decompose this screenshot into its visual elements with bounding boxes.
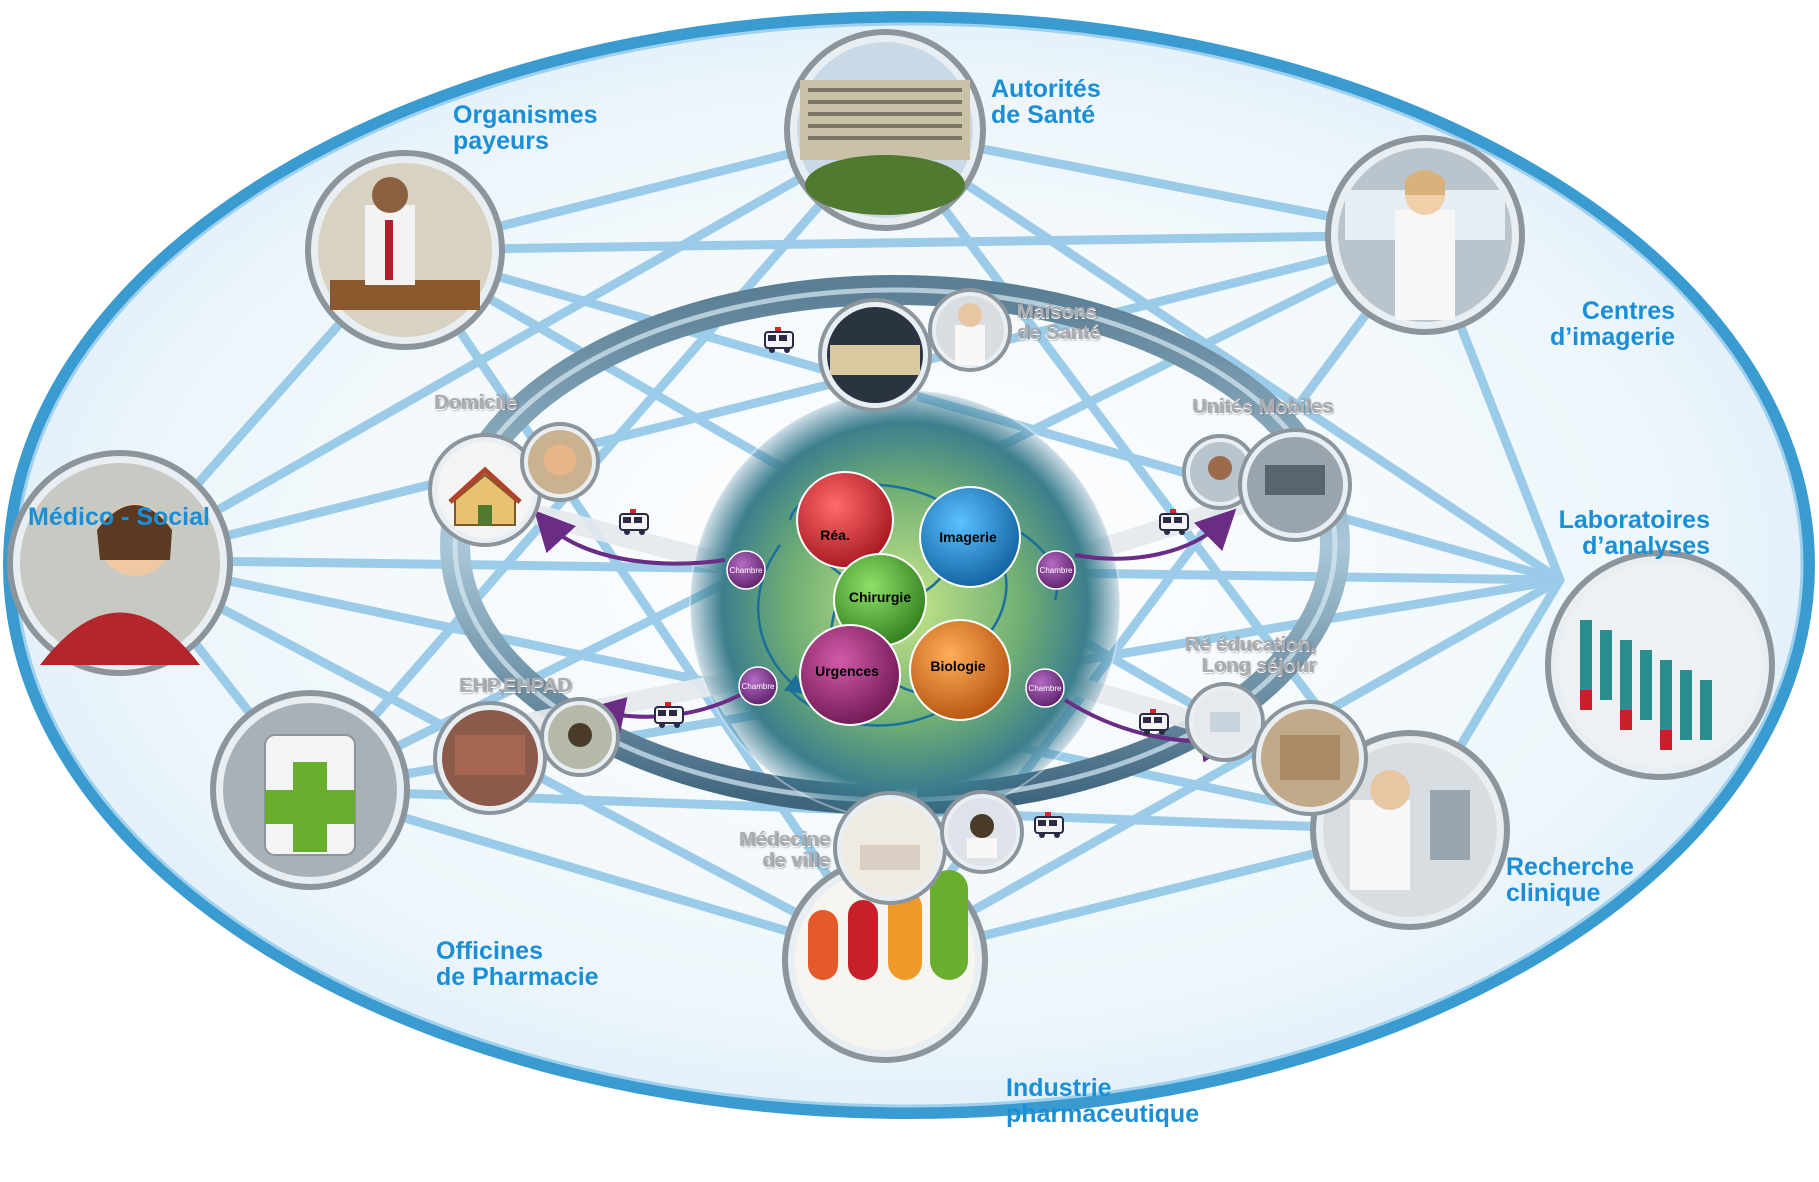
- label-industrie: Industrie pharmaceutique: [1006, 1074, 1200, 1129]
- node-centres-imagerie-photo[interactable]: [1325, 135, 1525, 335]
- hub-urgences[interactable]: Urgences: [799, 624, 901, 726]
- node-medecine-photo[interactable]: [833, 790, 1024, 905]
- hospital-building-icon: [800, 80, 970, 160]
- care-facility-icon: [1280, 735, 1340, 780]
- hub-biologie[interactable]: Biologie: [909, 619, 1011, 721]
- chambre-right-top[interactable]: Chambre: [1036, 550, 1076, 590]
- chambre-left-bottom-label: Chambre: [742, 682, 775, 691]
- doctor-icon: [970, 814, 994, 838]
- test-tubes-icon: [1580, 620, 1712, 750]
- pills-characters-icon: [808, 870, 968, 980]
- microscope-icon: [1430, 790, 1470, 860]
- ambulance-icon: [1139, 709, 1169, 735]
- node-medico-social-photo[interactable]: [7, 450, 233, 676]
- patient-icon: [544, 444, 576, 476]
- label-maisons: Maisons de Santé: [1017, 301, 1101, 344]
- hub-imagerie-label: Imagerie: [939, 529, 997, 545]
- node-maisons-photo[interactable]: [818, 288, 1012, 412]
- office-room-icon: [860, 845, 920, 870]
- label-autorites: Autorités de Santé: [991, 75, 1101, 130]
- chambre-right-bottom[interactable]: Chambre: [1025, 668, 1065, 708]
- node-industrie-photo[interactable]: [782, 857, 988, 1063]
- house-building-icon: [830, 345, 920, 375]
- label-ehpad: EHP,EHPAD: [459, 675, 572, 697]
- label-reeducation: Ré éducation, Long séjour: [1184, 634, 1316, 677]
- chambre-right-top-label: Chambre: [1040, 566, 1073, 575]
- node-reeducation-photo[interactable]: [1185, 682, 1368, 816]
- node-unites-photo[interactable]: [1182, 428, 1352, 542]
- hub-rea[interactable]: Réa.: [796, 471, 894, 569]
- house-icon: [454, 473, 516, 526]
- node-ehpad-photo[interactable]: [433, 697, 620, 815]
- node-laboratoires-photo[interactable]: [1545, 550, 1775, 780]
- operator-headset-icon: [1208, 456, 1232, 480]
- label-organismes: Organismes payeurs: [453, 101, 598, 156]
- woman-sweater-icon: [40, 612, 200, 665]
- hub-imagerie[interactable]: Imagerie: [919, 486, 1021, 588]
- node-organismes-photo[interactable]: [305, 150, 505, 350]
- node-recherche-photo[interactable]: [1310, 730, 1510, 930]
- label-officines: Officines de Pharmacie: [436, 937, 599, 992]
- hub-urgences-label: Urgences: [815, 663, 879, 679]
- hub-biologie-label: Biologie: [930, 658, 985, 674]
- label-medecine: Médecine de ville: [738, 829, 830, 872]
- hub-rea-label: Réa.: [820, 527, 850, 543]
- label-domicile: Domicile: [434, 392, 518, 414]
- label-laboratoires: Laboratoires d’analyses: [1558, 506, 1710, 561]
- ambulance-icon: [764, 327, 794, 353]
- therapist-icon: [1210, 712, 1240, 732]
- chambre-right-bottom-label: Chambre: [1029, 684, 1062, 693]
- pharmacy-cross-icon: [265, 762, 355, 852]
- mobile-unit-icon: [1265, 465, 1325, 495]
- node-autorites-photo[interactable]: [784, 29, 986, 231]
- lab-researcher-icon: [1350, 800, 1410, 890]
- node-domicile-photo[interactable]: [428, 422, 600, 547]
- doctor-icon: [955, 325, 985, 365]
- doctor-icon: [1395, 210, 1455, 320]
- ambulance-icon: [1159, 509, 1189, 535]
- chambre-left-bottom[interactable]: Chambre: [738, 666, 778, 706]
- residence-building-icon: [455, 735, 525, 775]
- chambre-left-top[interactable]: Chambre: [726, 550, 766, 590]
- label-unites: Unités Mobiles: [1192, 396, 1334, 418]
- elderly-resident-icon: [568, 723, 592, 747]
- ambulance-icons: [619, 327, 1189, 838]
- hub-chirurgie-label: Chirurgie: [849, 589, 911, 605]
- node-officines-photo[interactable]: [210, 690, 410, 890]
- label-recherche: Recherche clinique: [1506, 853, 1634, 908]
- ambulance-icon: [1034, 812, 1064, 838]
- ambulance-icon: [654, 702, 684, 728]
- label-medico-social: Médico - Social: [28, 503, 210, 531]
- label-centres-imagerie: Centres d’imagerie: [1549, 297, 1675, 352]
- ambulance-icon: [619, 509, 649, 535]
- chambre-left-top-label: Chambre: [730, 566, 763, 575]
